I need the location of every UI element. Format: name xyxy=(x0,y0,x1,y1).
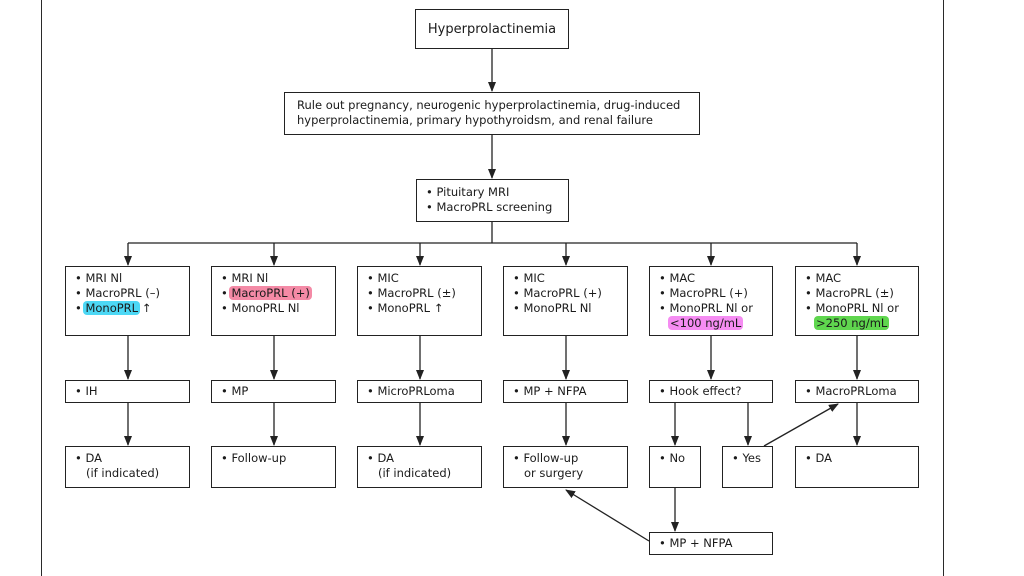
step-label: • IH xyxy=(75,384,98,398)
outcome-node-2: • Follow-up xyxy=(211,446,336,488)
outcome-line: (if indicated) xyxy=(378,466,452,480)
step-label: • Hook effect? xyxy=(659,384,742,398)
yes-label: • Yes xyxy=(732,451,762,465)
step-label: • MP xyxy=(221,384,249,398)
step-node-4: • MP + NFPA xyxy=(503,380,628,403)
workup-line: • Pituitary MRI xyxy=(426,185,510,199)
highlight-pink: MacroPRL (+) xyxy=(229,286,312,300)
rule-out-line: Rule out pregnancy, neurogenic hyperprol… xyxy=(297,98,681,112)
workup-node: • Pituitary MRI • MacroPRL screening xyxy=(416,179,569,222)
outcome-line: • DA xyxy=(75,451,102,465)
step-label: • MP + NFPA xyxy=(513,384,587,398)
finding-node-3: • MIC • MacroPRL (±) • MonoPRL ↑ xyxy=(357,266,482,336)
finding-line: • MRI Nl xyxy=(221,271,269,285)
step-node-2: • MP xyxy=(211,380,336,403)
root-node: Hyperprolactinemia xyxy=(415,9,569,49)
finding-line: >250 ng/mL xyxy=(805,316,918,331)
finding-line: • MonoPRL Nl xyxy=(513,301,592,315)
finding-line: • MacroPRL (±) xyxy=(367,286,456,300)
arrow-yes-to-macroprloma xyxy=(763,403,839,447)
finding-line: • MacroPRL (+) xyxy=(659,286,748,300)
finding-line: • MonoPRL Nl xyxy=(221,301,300,315)
rule-out-node: Rule out pregnancy, neurogenic hyperprol… xyxy=(284,92,700,135)
outcome-line: or surgery xyxy=(524,466,584,480)
rule-out-line: hyperprolactinemia, primary hypothyroids… xyxy=(297,113,653,127)
finding-line: <100 ng/mL xyxy=(659,316,772,331)
finding-line: • MAC xyxy=(805,271,842,285)
yes-node: • Yes xyxy=(722,446,773,488)
highlight-magenta: <100 ng/mL xyxy=(668,316,744,330)
outcome-line: (if indicated) xyxy=(86,466,160,480)
finding-line: • MAC xyxy=(659,271,696,285)
finding-node-6: • MAC • MacroPRL (±) • MonoPRL Nl or >25… xyxy=(795,266,919,336)
finding-line: • MacroPRL (±) xyxy=(805,286,894,300)
finding-line: • MonoPRL ↑ xyxy=(75,301,152,315)
outcome-line: • DA xyxy=(805,451,832,465)
no-label: • No xyxy=(659,451,686,465)
step-label: • MacroPRLoma xyxy=(805,384,897,398)
finding-node-2: • MRI Nl • MacroPRL (+) • MonoPRL Nl xyxy=(211,266,336,336)
no-node: • No xyxy=(649,446,701,488)
step-node-5: • Hook effect? xyxy=(649,380,773,403)
outcome-line: • Follow-up xyxy=(513,451,579,465)
finding-line: • MonoPRL ↑ xyxy=(367,301,444,315)
outcome-node-1: • DA (if indicated) xyxy=(65,446,190,488)
outcome-node-3: • DA (if indicated) xyxy=(357,446,482,488)
step-label: • MicroPRLoma xyxy=(367,384,455,398)
final-label: • MP + NFPA xyxy=(659,536,733,550)
final-node: • MP + NFPA xyxy=(649,532,773,555)
page-border-left xyxy=(41,0,42,576)
outcome-node-6: • DA xyxy=(795,446,919,488)
finding-node-4: • MIC • MacroPRL (+) • MonoPRL Nl xyxy=(503,266,628,336)
step-node-6: • MacroPRLoma xyxy=(795,380,919,403)
finding-line: • MacroPRL (+) xyxy=(221,286,312,300)
page-border-right xyxy=(943,0,944,576)
finding-node-5: • MAC • MacroPRL (+) • MonoPRL Nl or <10… xyxy=(649,266,773,336)
finding-line: • MacroPRL (–) xyxy=(75,286,160,300)
finding-node-1: • MRI Nl • MacroPRL (–) • MonoPRL ↑ xyxy=(65,266,190,336)
arrow-final-to-followup xyxy=(565,489,650,542)
finding-line: • MonoPRL Nl or xyxy=(805,301,899,315)
highlight-green: >250 ng/mL xyxy=(814,316,890,330)
root-label: Hyperprolactinemia xyxy=(427,21,557,37)
step-node-1: • IH xyxy=(65,380,190,403)
finding-line: • MacroPRL (+) xyxy=(513,286,602,300)
finding-line: • MIC xyxy=(367,271,399,285)
outcome-line: • DA xyxy=(367,451,394,465)
outcome-node-4: • Follow-up or surgery xyxy=(503,446,628,488)
step-node-3: • MicroPRLoma xyxy=(357,380,482,403)
highlight-cyan: MonoPRL xyxy=(83,301,141,315)
outcome-line: • Follow-up xyxy=(221,451,287,465)
finding-line: • MIC xyxy=(513,271,545,285)
finding-line: • MRI Nl xyxy=(75,271,123,285)
finding-line: • MonoPRL Nl or xyxy=(659,301,753,315)
workup-line: • MacroPRL screening xyxy=(426,200,553,214)
